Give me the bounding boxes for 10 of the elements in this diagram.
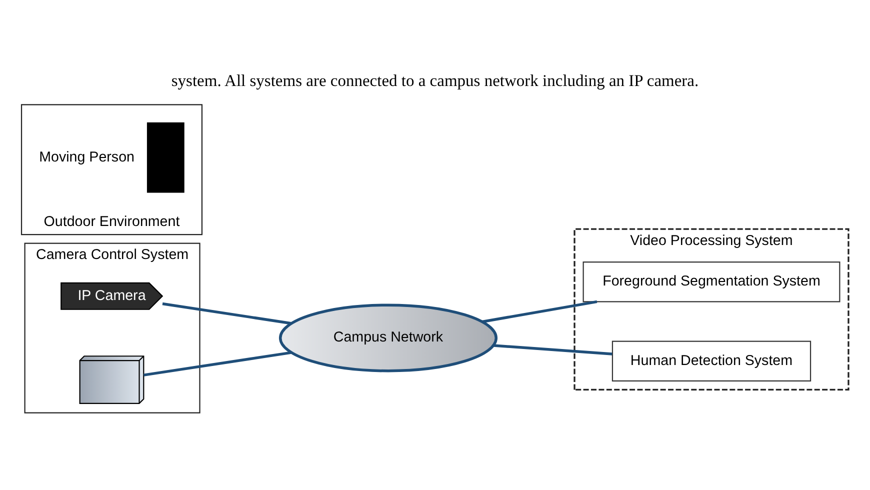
node-box: Human Detection System <box>612 340 812 382</box>
connector <box>482 300 598 324</box>
node-person <box>146 122 184 193</box>
connector <box>162 302 292 325</box>
connector <box>493 344 612 356</box>
node-box: Foreground Segmentation System <box>582 262 840 302</box>
node-label: Moving Person <box>39 149 134 166</box>
caption: system. All systems are connected to a campus network including an IP camera. <box>171 71 699 90</box>
node-ellipse: Campus Network <box>278 304 498 372</box>
connector <box>144 351 292 376</box>
